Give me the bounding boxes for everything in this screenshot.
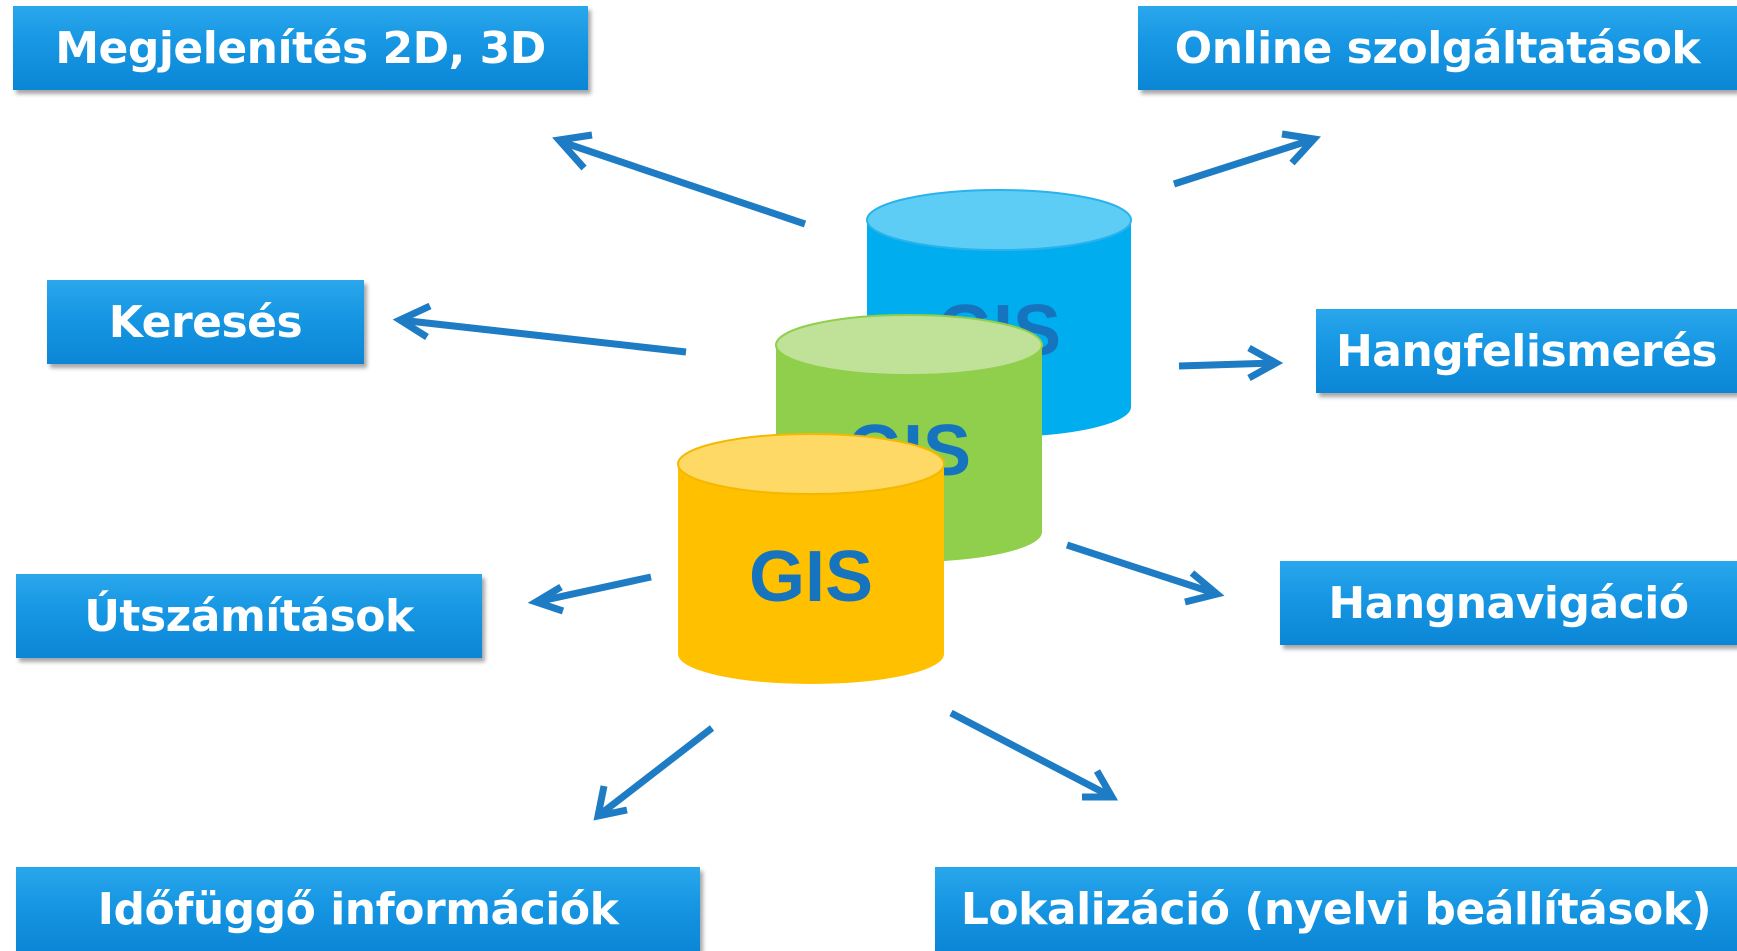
arrow-to-display <box>552 131 807 228</box>
cylinder-top <box>866 189 1132 251</box>
arrow-to-speech-recognition <box>1178 344 1284 382</box>
box-voice-navigation-label: Hangnavigáció <box>1328 577 1689 629</box>
cylinder-top <box>775 314 1043 376</box>
box-speech-recognition: Hangfelismerés <box>1316 309 1737 393</box>
box-routing-label: Útszámítások <box>84 590 414 642</box>
box-speech-recognition-label: Hangfelismerés <box>1335 325 1718 377</box>
box-localization-label: Lokalizáció (nyelvi beállítások) <box>960 883 1712 935</box>
box-online-label: Online szolgáltatások <box>1174 22 1701 74</box>
box-display: Megjelenítés 2D, 3D <box>13 6 588 90</box>
arrow-to-search <box>392 302 687 356</box>
box-time-dependent-label: Időfüggő információk <box>97 883 619 935</box>
arrow-to-voice-navigation <box>1065 541 1225 606</box>
cylinder-top <box>677 433 945 495</box>
arrow-to-time-dependent <box>593 725 715 821</box>
box-display-label: Megjelenítés 2D, 3D <box>55 22 546 74</box>
arrow-to-localization <box>949 709 1119 801</box>
arrow-to-online <box>1172 130 1321 188</box>
gis-cylinder-yellow: GIS <box>677 433 945 684</box>
cylinder-body <box>678 464 944 684</box>
box-online: Online szolgáltatások <box>1138 6 1737 90</box>
cylinder-label: GIS <box>749 537 873 617</box>
box-time-dependent: Időfüggő információk <box>16 867 700 951</box>
arrows <box>392 130 1321 821</box>
box-voice-navigation: Hangnavigáció <box>1280 561 1737 645</box>
box-search: Keresés <box>47 280 364 364</box>
box-localization: Lokalizáció (nyelvi beállítások) <box>935 867 1737 951</box>
box-search-label: Keresés <box>108 296 303 348</box>
arrow-to-routing <box>527 573 652 615</box>
box-routing: Útszámítások <box>16 574 482 658</box>
